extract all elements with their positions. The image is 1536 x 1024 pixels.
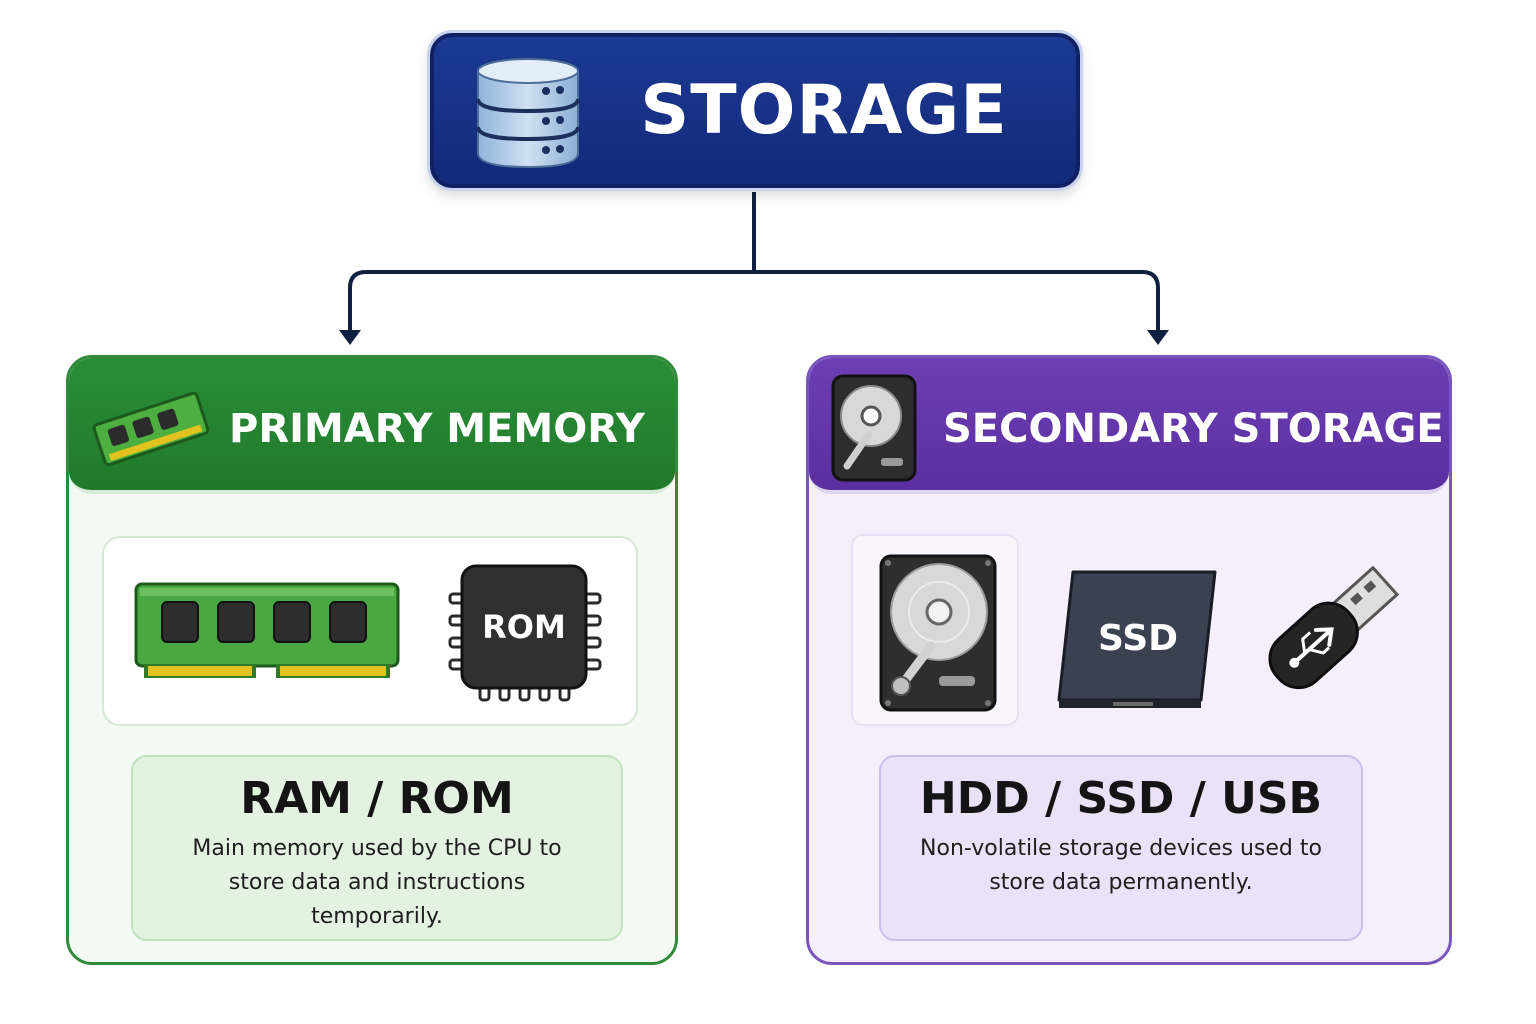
root-title: STORAGE — [640, 71, 1008, 150]
secondary-info-description: Non-volatile storage devices used to sto… — [920, 836, 1322, 895]
hard-drive-icon — [831, 374, 917, 482]
ssd-icon: SSD — [1055, 568, 1219, 712]
ram-icon — [134, 582, 400, 678]
primary-device-box: ROM — [102, 536, 638, 726]
secondary-info-box: HDD / SSD / USB Non-volatile storage dev… — [879, 755, 1363, 941]
database-icon — [476, 58, 580, 169]
rom-chip-icon: ROM — [448, 564, 602, 704]
primary-info-box: RAM / ROM Main memory used by the CPU to… — [131, 755, 623, 941]
primary-info-title: RAM / ROM — [240, 773, 514, 824]
rom-chip-label: ROM — [482, 608, 566, 646]
secondary-storage-header: SECONDARY STORAGE — [809, 358, 1449, 494]
primary-memory-title: PRIMARY MEMORY — [229, 406, 645, 452]
primary-info-description: Main memory used by the CPU to store dat… — [192, 836, 562, 929]
storage-root-node: STORAGE — [430, 33, 1080, 188]
usb-drive-icon — [1268, 565, 1400, 690]
secondary-storage-title: SECONDARY STORAGE — [943, 406, 1444, 452]
secondary-info-title: HDD / SSD / USB — [919, 773, 1323, 824]
primary-memory-header: PRIMARY MEMORY — [69, 358, 675, 494]
ssd-label: SSD — [1097, 618, 1179, 659]
ram-stick-icon — [92, 391, 210, 467]
secondary-storage-panel: SECONDARY STORAGE SSD — [806, 355, 1452, 965]
primary-memory-panel: PRIMARY MEMORY — [66, 355, 678, 965]
hdd-icon — [879, 554, 997, 712]
